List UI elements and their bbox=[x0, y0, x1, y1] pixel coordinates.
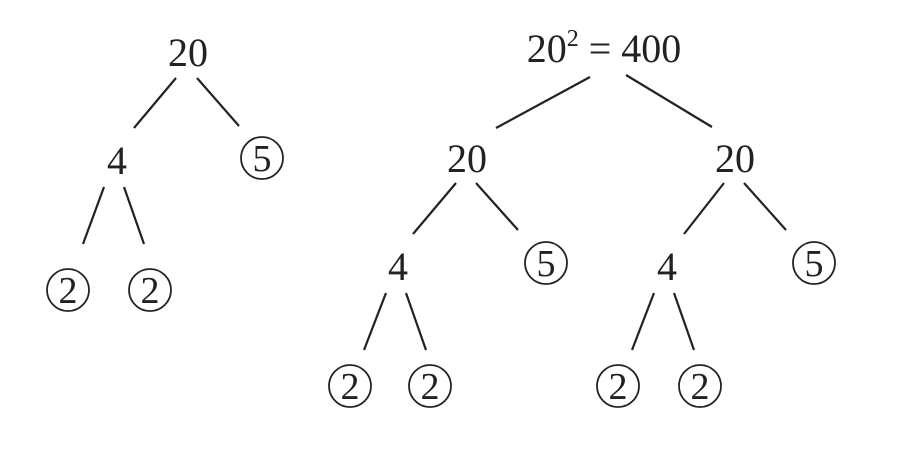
edge bbox=[475, 182, 519, 231]
left-prime-2b: 2 bbox=[141, 270, 160, 312]
right-prime-5a: 5 bbox=[537, 243, 556, 285]
right-prime-2d: 2 bbox=[691, 366, 710, 408]
prime-circle bbox=[328, 364, 372, 408]
prime-circle bbox=[46, 268, 90, 312]
edge bbox=[196, 77, 240, 127]
root-exponent: 2 bbox=[567, 26, 579, 52]
edge bbox=[672, 292, 696, 351]
prime-circle bbox=[524, 241, 568, 285]
prime-circle bbox=[408, 364, 452, 408]
edge bbox=[495, 76, 591, 129]
edge bbox=[404, 292, 428, 351]
edge bbox=[625, 74, 713, 128]
right-node-4b: 4 bbox=[657, 244, 677, 289]
right-prime-2a: 2 bbox=[341, 366, 360, 408]
left-prime-5: 5 bbox=[253, 138, 272, 180]
right-node-20a: 20 bbox=[447, 136, 487, 181]
prime-circle bbox=[678, 364, 722, 408]
prime-circle bbox=[128, 268, 172, 312]
left-prime-2a: 2 bbox=[59, 270, 78, 312]
right-factor-tree: 202 = 400 20 20 4 5 4 5 2 2 2 2 bbox=[328, 26, 836, 408]
right-prime-2b: 2 bbox=[421, 366, 440, 408]
prime-circle bbox=[240, 136, 284, 180]
edge bbox=[133, 77, 177, 129]
root-result: = 400 bbox=[579, 26, 682, 71]
right-node-20b: 20 bbox=[715, 136, 755, 181]
right-prime-2c: 2 bbox=[609, 366, 628, 408]
left-factor-tree: 20 4 5 2 2 bbox=[46, 30, 284, 312]
prime-circle bbox=[596, 364, 640, 408]
prime-circle bbox=[792, 241, 836, 285]
right-root-node: 202 = 400 bbox=[527, 26, 682, 71]
edge bbox=[743, 182, 787, 231]
left-root-node: 20 bbox=[168, 30, 208, 75]
edge bbox=[362, 292, 388, 351]
edge bbox=[81, 186, 106, 245]
edge bbox=[412, 182, 457, 235]
root-base: 20 bbox=[527, 26, 567, 71]
edge bbox=[122, 186, 146, 245]
right-node-4a: 4 bbox=[388, 244, 408, 289]
right-prime-5b: 5 bbox=[805, 243, 824, 285]
left-node-4: 4 bbox=[107, 138, 127, 183]
edge bbox=[683, 182, 725, 235]
edge bbox=[630, 292, 656, 351]
